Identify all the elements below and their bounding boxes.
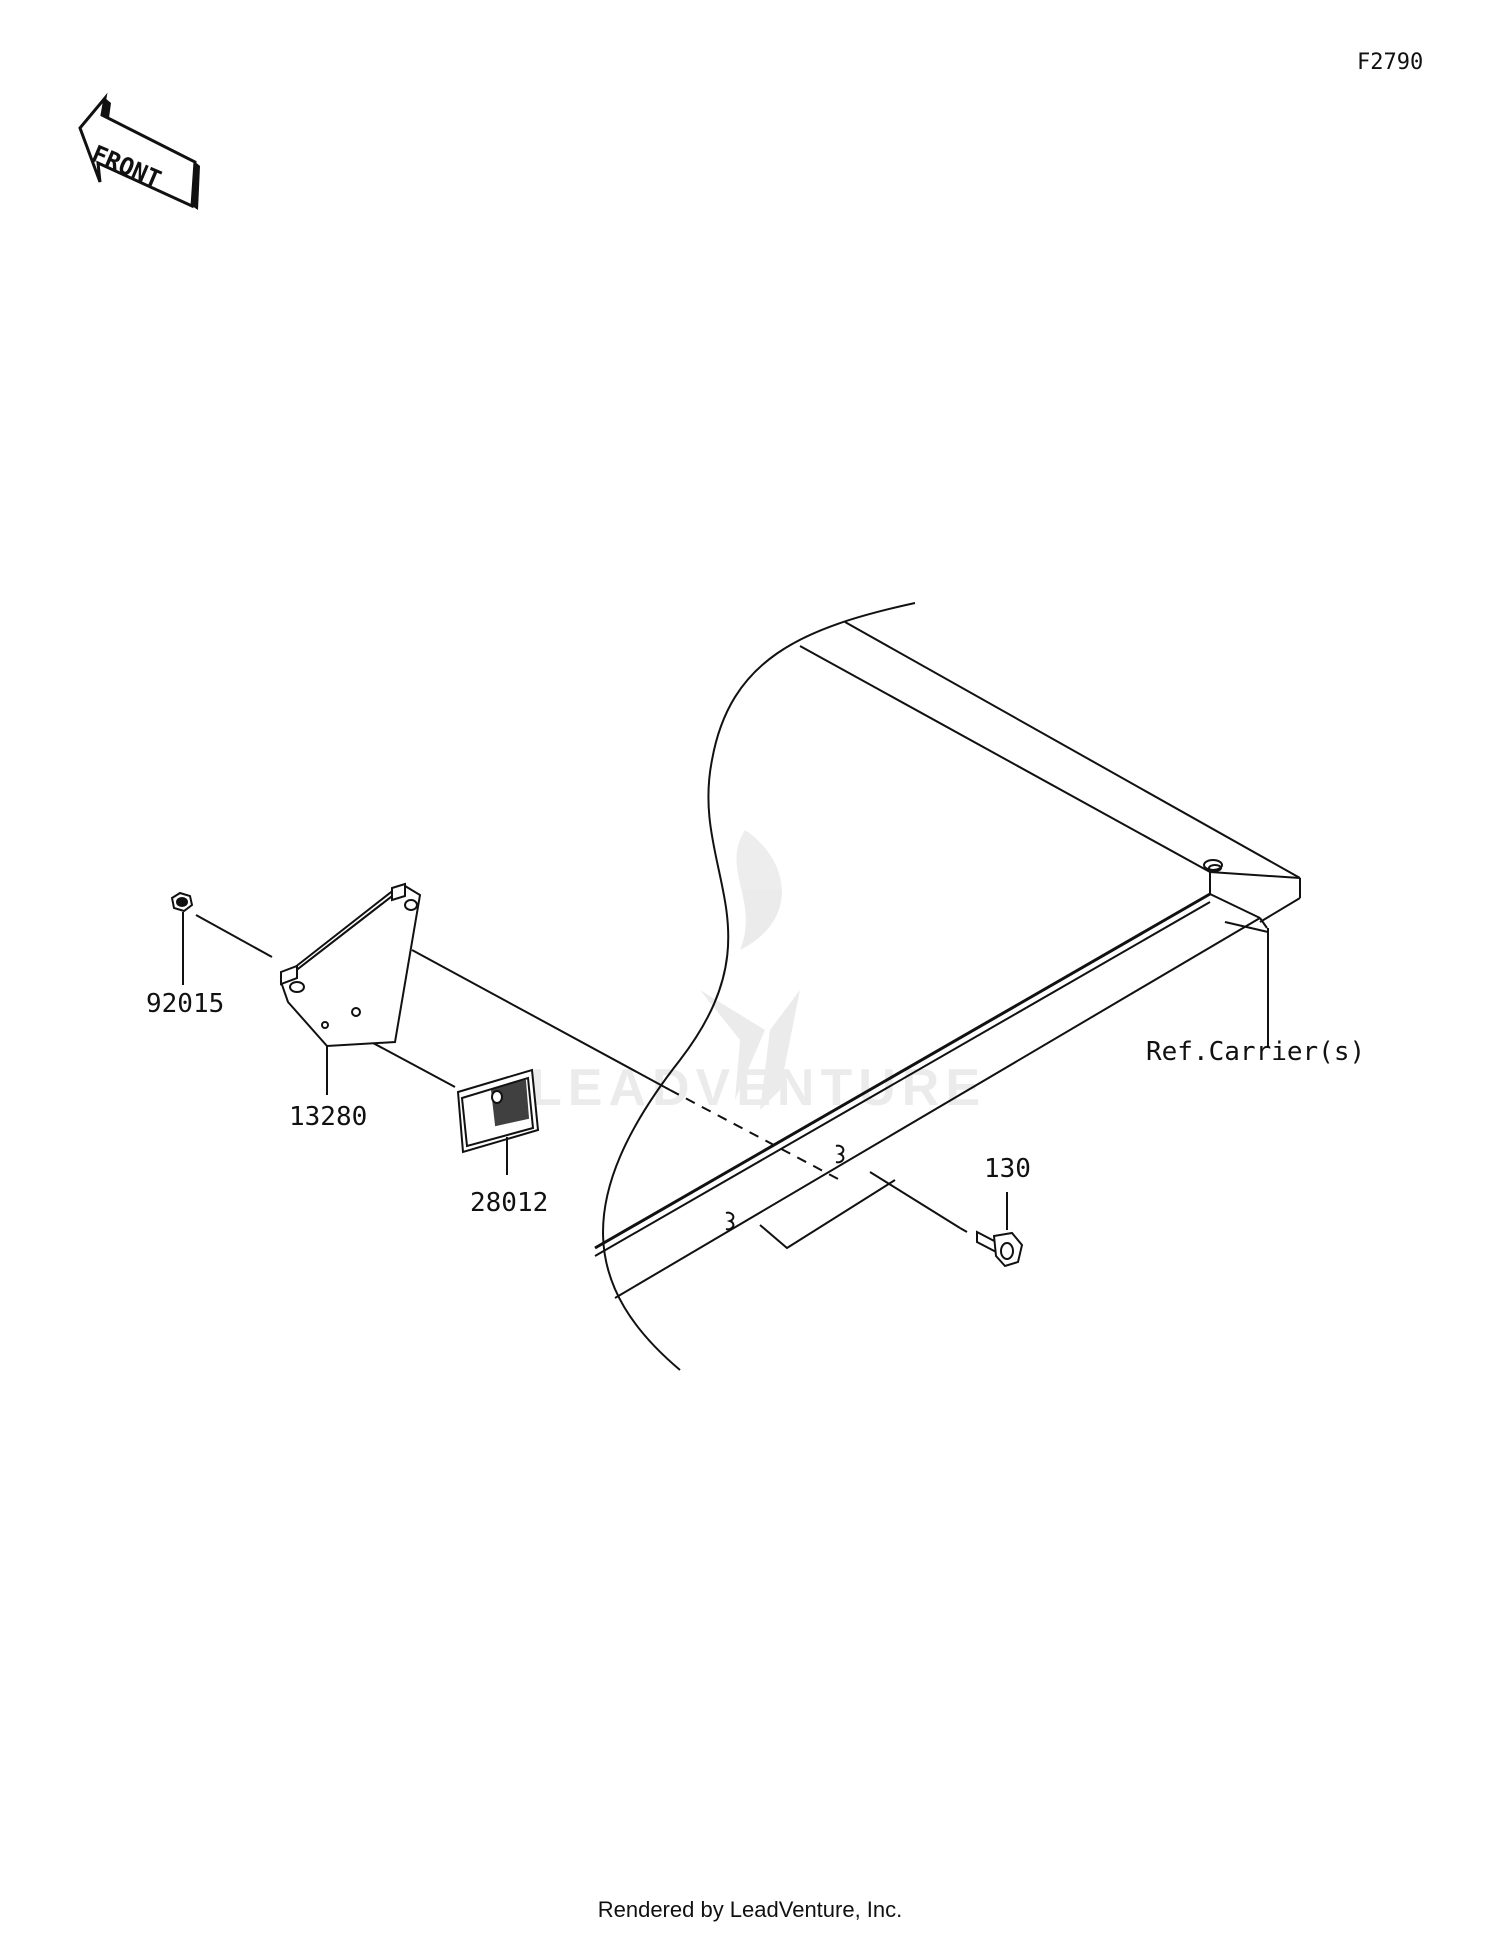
watermark-logo: LEADVENTURE bbox=[530, 830, 986, 1117]
part-28012-reflector bbox=[456, 1068, 540, 1175]
reference-label: Ref.Carrier(s) bbox=[1146, 1037, 1365, 1067]
part-label-13280: 13280 bbox=[289, 1102, 367, 1132]
front-arrow-icon: FRONT bbox=[78, 92, 200, 210]
part-label-28012: 28012 bbox=[470, 1188, 548, 1218]
watermark-text: LEADVENTURE bbox=[530, 1059, 986, 1117]
figure-id: F2790 bbox=[1357, 50, 1423, 75]
footer-credit: Rendered by LeadVenture, Inc. bbox=[597, 1897, 903, 1922]
part-130-bolt bbox=[976, 1192, 1024, 1268]
carrier-frame bbox=[594, 602, 1301, 1371]
part-label-130: 130 bbox=[984, 1154, 1031, 1184]
part-92015-nut bbox=[170, 891, 194, 985]
part-13280-bracket bbox=[279, 882, 422, 1095]
part-label-92015: 92015 bbox=[146, 989, 224, 1019]
